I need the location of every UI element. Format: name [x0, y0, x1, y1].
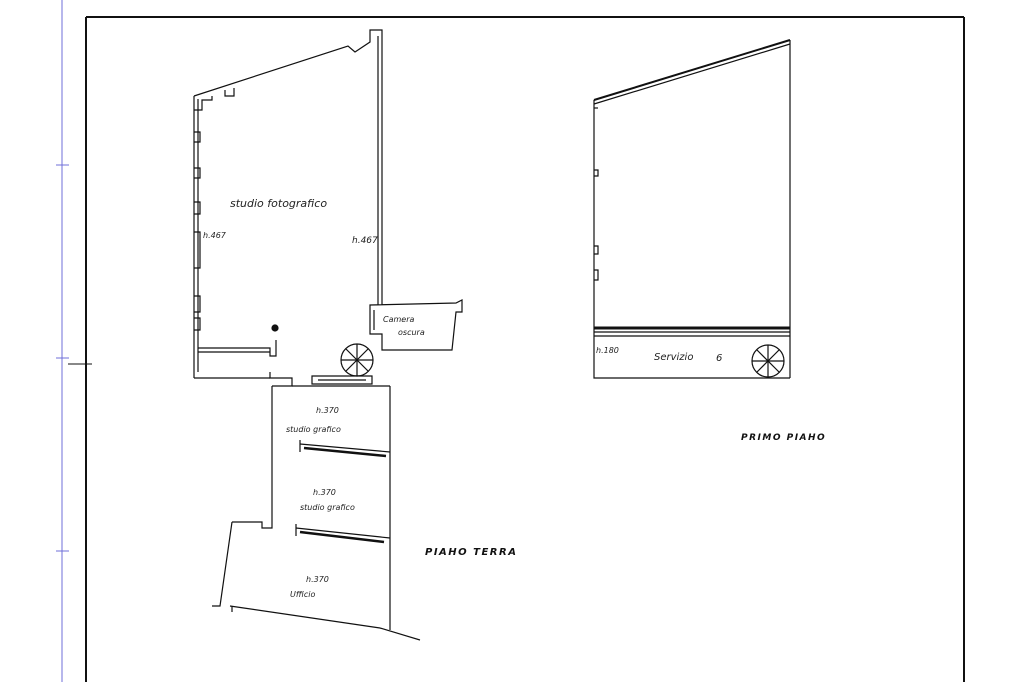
room-name-studio-fotografico: studio fotografico — [230, 197, 327, 210]
room-name-grafico-2: studio grafico — [300, 503, 355, 512]
ground-floor-plan — [193, 29, 463, 641]
drawing-frame — [68, 16, 965, 682]
spiral-stair-ground — [340, 343, 374, 377]
room-height-ufficio: h.370 — [306, 575, 329, 584]
room-name-ufficio: Ufficio — [290, 590, 315, 599]
camera-oscura-walls — [369, 299, 463, 351]
room-name-camera-oscura-2: oscura — [398, 328, 425, 337]
room-name-servizio: Servizio — [654, 352, 693, 363]
room-height-servizio: h.180 — [596, 346, 619, 355]
margin-ruler — [56, 0, 69, 682]
room-height-studio-left: h.467 — [203, 231, 227, 240]
room-name-grafico-1: studio grafico — [286, 425, 341, 434]
ground-floor-title: PIAHO TERRA — [425, 547, 517, 558]
studio-fotografico-walls — [193, 29, 383, 379]
ground-floor-labels: studio fotografico h.467 h.467 Camera os… — [203, 197, 517, 599]
ufficio-walls — [212, 521, 421, 641]
room-name-camera-oscura-1: Camera — [383, 315, 414, 324]
room-height-studio-right: h.467 — [352, 236, 378, 246]
room-height-grafico-2: h.370 — [313, 488, 336, 497]
first-floor-plan — [593, 39, 791, 379]
room-number-servizio: 6 — [716, 353, 722, 364]
first-floor-labels: h.180 Servizio 6 PRIMO PIAHO — [596, 346, 826, 443]
first-floor-title: PRIMO PIAHO — [741, 433, 826, 443]
room-height-grafico-1: h.370 — [316, 406, 339, 415]
spiral-stair-first — [751, 344, 785, 378]
studio-grafico-1-walls — [271, 385, 391, 520]
